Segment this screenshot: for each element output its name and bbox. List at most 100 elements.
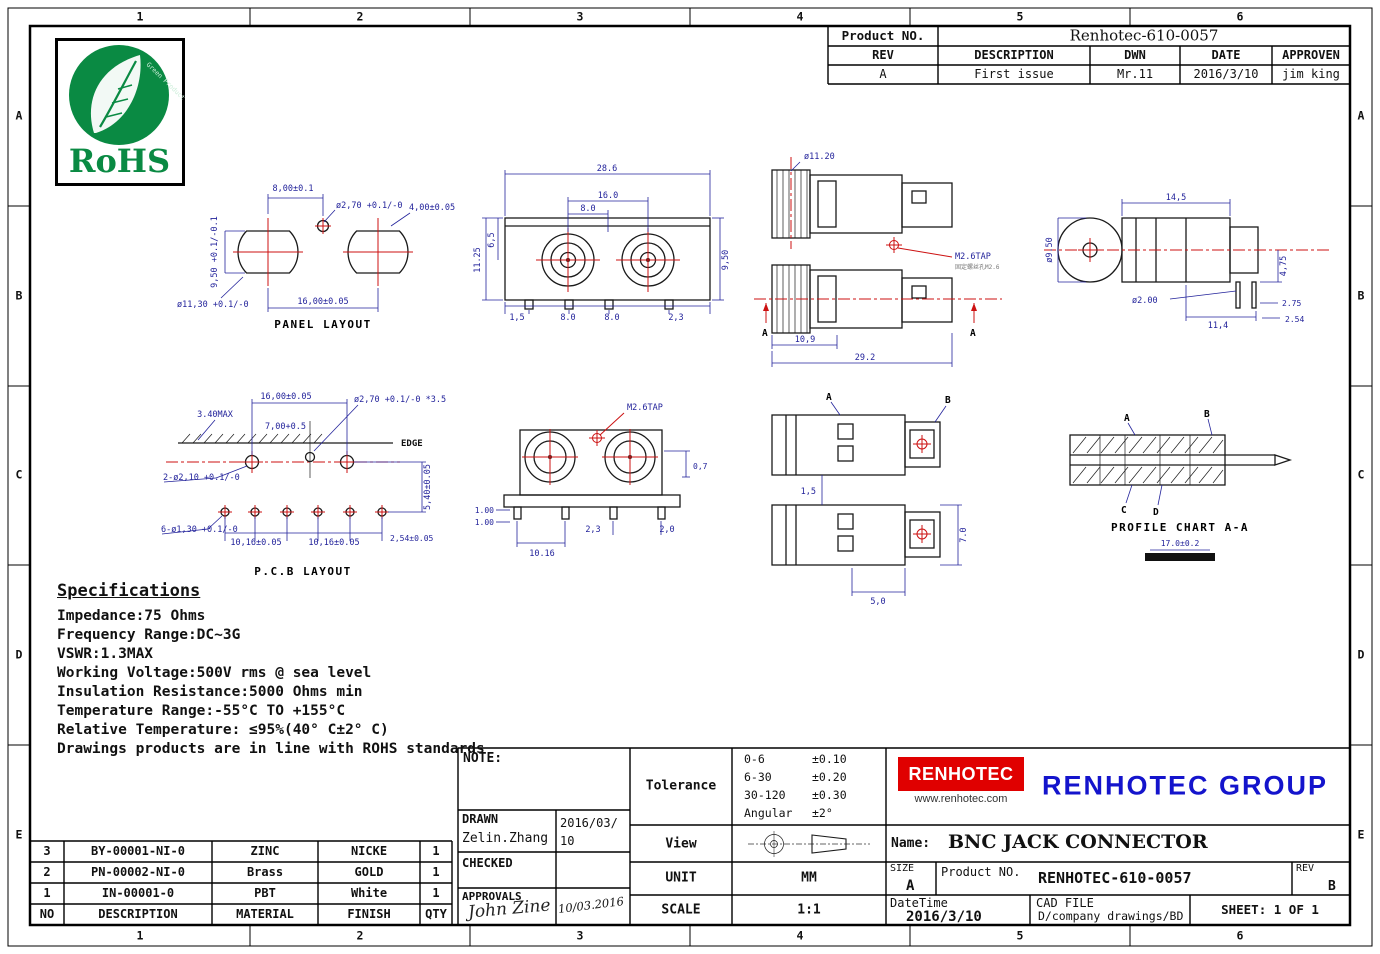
grid-col-label: 4	[796, 928, 804, 943]
grid-col-label: 6	[1236, 9, 1244, 24]
renhotec-logo: RENHOTEC	[898, 757, 1024, 791]
part-no: 1	[43, 886, 51, 900]
profile-marker-c: C	[1121, 505, 1127, 516]
title-block-ruling	[457, 747, 1350, 925]
checked-label: CHECKED	[462, 856, 513, 870]
front-dim-80b: 8.0	[604, 313, 619, 323]
front-dim-65: 6,5	[487, 232, 497, 247]
date-header: DATE	[1211, 48, 1241, 62]
spec-impedance: Impedance:75 Ohms	[57, 608, 206, 624]
front-view-2: M2.6TAP 0,7 1.00 1.00 10.16 2,3 2,0	[475, 403, 708, 559]
tolerance-range: 6-30	[744, 770, 772, 784]
rev-value: B	[1328, 879, 1336, 894]
front2-dim-1016: 10.16	[529, 549, 555, 559]
pcb-dim-130: 6-ø1,30 +0.1/-0	[161, 525, 238, 535]
front2-dim-23: 2,3	[585, 525, 600, 535]
part-finish: NICKE	[350, 844, 388, 858]
profile-marker-d: D	[1153, 507, 1159, 518]
grid-row-label: A	[1357, 108, 1365, 123]
tolerance-range: 30-120	[744, 788, 786, 802]
datetime-value: 2016/3/10	[906, 909, 982, 925]
tolerance-label: Tolerance	[645, 778, 717, 794]
panel-layout-view: 8,00±0.1 ø2,70 +0.1/-0 4,00±0.05 9,50 +0…	[177, 184, 455, 331]
dwn-value: Mr.11	[1116, 67, 1154, 81]
rohs-logo: Green Product RoHS	[55, 38, 187, 186]
side2-dim-114: 11,4	[1208, 321, 1228, 331]
parts-header-material: MATERIAL	[236, 907, 294, 921]
note-label: NOTE:	[463, 751, 503, 766]
cadfile-value: D/company drawings/BD	[1038, 909, 1184, 923]
unit-value: MM	[801, 870, 817, 886]
profile-scale-bar	[1145, 553, 1215, 561]
panel-dim-8: 8,00±0.1	[273, 184, 314, 194]
part-description: IN-00001-0	[101, 886, 175, 900]
view-label: View	[665, 836, 697, 852]
spec-temperature: Temperature Range:-55°C TO +155°C	[57, 703, 346, 719]
tolerance-value: ±0.20	[812, 770, 847, 784]
profile-chart-view: A B C D PROFILE CHART A-A 17.0±0.2	[1069, 409, 1293, 561]
rear-view: A B 1,5 7.0 5,0	[771, 392, 969, 607]
part-no: 3	[43, 844, 51, 858]
pcb-dim-210: 2-ø2,10 +0.1/-0	[163, 473, 240, 483]
profile-dim-17: 17.0±0.2	[1161, 539, 1200, 548]
front2-dim-100b: 1.00	[475, 518, 494, 527]
pcb-edge-label: EDGE	[401, 439, 423, 449]
side2-dim-145: 14,5	[1166, 193, 1186, 203]
grid-row-label: B	[1357, 288, 1365, 303]
spec-vswr: VSWR:1.3MAX	[57, 646, 154, 662]
grid-col-label: 4	[796, 9, 804, 24]
panel-dim-1130: ø11,30 +0.1/-0	[177, 300, 249, 310]
grid-col-label: 3	[576, 928, 584, 943]
datetime-label: DateTime	[890, 896, 948, 910]
part-finish: White	[350, 886, 388, 900]
grid-row-label: D	[15, 647, 23, 662]
tolerance-value: ±0.10	[812, 752, 847, 766]
front-view: 28.6 16.0 8.0 11.25 6,5 9,50 1,5 8.0 8.0…	[473, 164, 731, 323]
profile-marker-b: B	[1204, 409, 1210, 420]
cadfile-label: CAD FILE	[1036, 896, 1094, 910]
parts-header-finish: FINISH	[347, 907, 391, 921]
front-dim-80: 8.0	[580, 204, 595, 214]
side-dim-109: 10,9	[795, 335, 815, 345]
approven-value: jim king	[1282, 67, 1340, 81]
parts-header-qty: QTY	[425, 907, 447, 921]
side-view-single: 14,5 ø9.50 4,75 ø2.00 11,4 2.75 2.54	[1044, 193, 1330, 331]
front2-m26tap: M2.6TAP	[627, 403, 663, 413]
rev-table-ruling	[827, 26, 1350, 85]
grid-col-label: 1	[136, 9, 144, 24]
approven-header: APPROVEN	[1282, 48, 1340, 62]
scale-value: 1:1	[797, 902, 821, 918]
pcb-dim-1016a: 10,16±0.05	[230, 538, 281, 548]
front-dim-160: 16.0	[598, 191, 618, 201]
unit-label: UNIT	[665, 870, 697, 886]
part-no: 2	[43, 865, 51, 879]
side2-dim-254: 2.54	[1285, 315, 1304, 324]
rear-marker-a: A	[826, 392, 832, 403]
spec-relative-temp: Relative Temperature: ≤95%(40° C±2° C)	[57, 722, 389, 738]
panel-dim-16: 16,00±0.05	[297, 297, 348, 307]
rear-dim-70: 7.0	[959, 527, 969, 542]
part-qty: 1	[432, 865, 440, 879]
grid-row-label: E	[1357, 827, 1365, 842]
drawn-label: DRAWN	[462, 812, 499, 826]
side2-dim-275: 2.75	[1282, 299, 1301, 308]
grid-row-label: E	[15, 827, 23, 842]
part-material: ZINC	[250, 844, 280, 858]
grid-col-label: 3	[576, 9, 584, 24]
grid-col-label: 2	[356, 9, 364, 24]
tolerance-range: Angular	[744, 806, 793, 820]
side2-dim-200: ø2.00	[1132, 296, 1158, 306]
spec-voltage: Working Voltage:500V rms @ sea level	[57, 665, 372, 681]
dwn-header: DWN	[1124, 48, 1146, 62]
drawn-name: Zelin.Zhang	[462, 831, 549, 846]
part-material: PBT	[254, 886, 276, 900]
spec-rohs: Drawings products are in line with ROHS …	[57, 741, 485, 757]
rev-label: REV	[1296, 863, 1315, 874]
pcb-dim-340: 3.40MAX	[197, 410, 234, 420]
parts-header-no: NO	[39, 907, 55, 921]
part-qty: 1	[432, 844, 440, 858]
grid-row-label: C	[1357, 467, 1365, 482]
rev-value: A	[879, 67, 887, 81]
spec-frequency: Frequency Range:DC~3G	[57, 627, 241, 643]
pcb-layout-view: 16,00±0.05 ø2,70 +0.1/-0 *3.5 3.40MAX 7,…	[161, 392, 446, 578]
